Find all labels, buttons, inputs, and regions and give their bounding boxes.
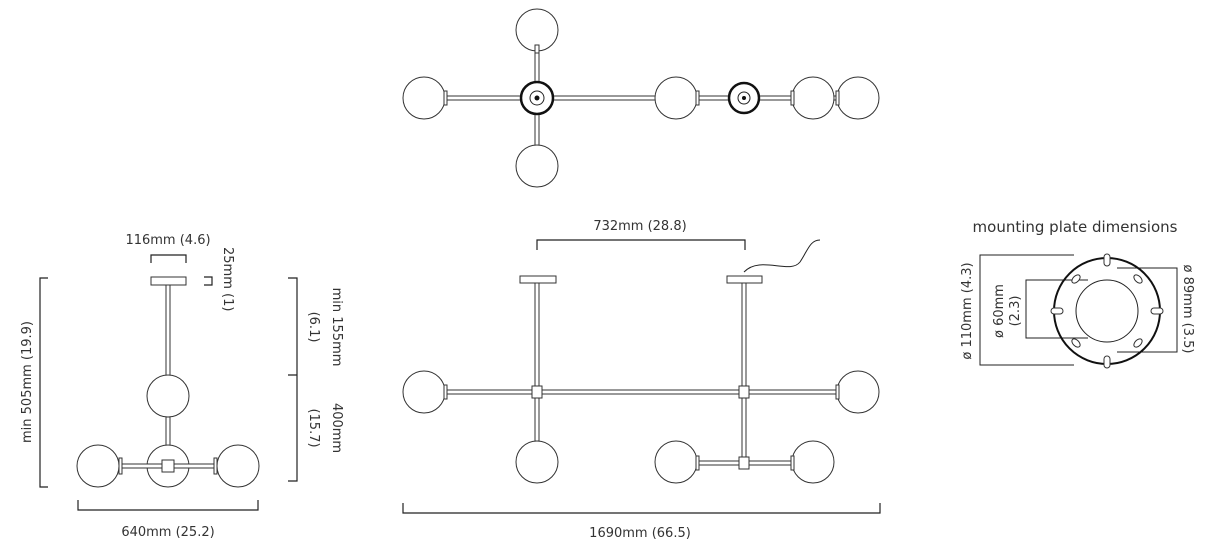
width-label: 640mm (25.2) (121, 525, 214, 540)
globe (791, 76, 835, 120)
outer-diameter-label: ø 110mm (4.3) (960, 262, 975, 359)
total-height-label: min 505mm (19.9) (20, 321, 35, 443)
globe (402, 76, 446, 120)
side-view: 116mm (4.6) 25mm (1) min 505mm (19.9) mi… (20, 233, 344, 540)
inner-diameter-inch: (2.3) (1008, 296, 1023, 327)
mounting-plate-view: mounting plate dimensions ø 110mm (4.3) … (960, 218, 1195, 369)
plate-width-label: 116mm (4.6) (125, 233, 210, 248)
plate-spacing-label: 732mm (28.8) (593, 219, 686, 234)
rod-height-label: min 155mm (329, 288, 344, 367)
globe (836, 76, 880, 120)
globe (654, 76, 698, 120)
front-view: 732mm (28.8) 1690mm (66.5) (402, 219, 881, 541)
plate-height-label: 25mm (1) (220, 247, 235, 311)
inner-diameter-label: ø 60mm (992, 284, 1007, 338)
fixture-height-label: 400mm (329, 403, 344, 453)
canopy-hub (727, 81, 761, 115)
rod-height-inch: (6.1) (306, 312, 321, 343)
globe (515, 144, 559, 188)
holes-diameter-label: ø 89mm (3.5) (1180, 265, 1195, 354)
top-view (402, 8, 880, 188)
canopy-hub (519, 80, 555, 116)
mounting-plate-title: mounting plate dimensions (973, 218, 1178, 236)
fixture-height-inch: (15.7) (306, 408, 321, 447)
front-width-label: 1690mm (66.5) (589, 526, 691, 541)
